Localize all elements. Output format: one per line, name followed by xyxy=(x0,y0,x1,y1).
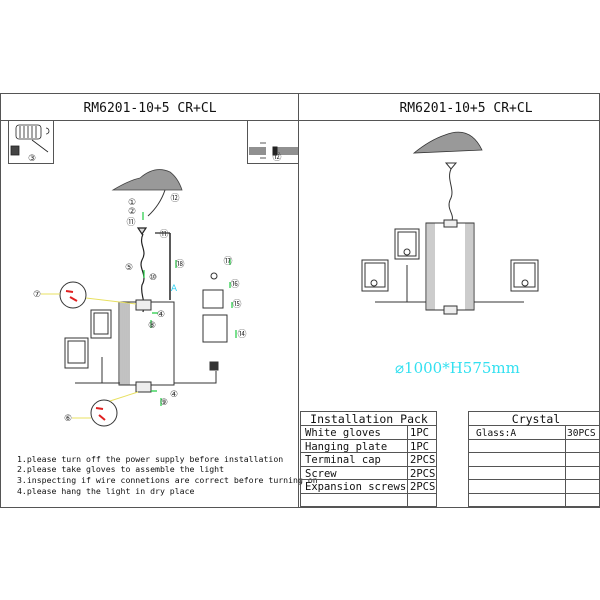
callout-labels: ① ② ③ ④ ④ ⑤ ⑥ ⑦ ⑧ ⑨ ⑩ ⑪ ⑪ ⑫ ⑫ ⑭ ⑮ ⑯ ⑰ ⑱ … xyxy=(28,152,282,424)
svg-text:Terminal cap: Terminal cap xyxy=(305,454,381,466)
note-1: 1.please turn off the power supply befor… xyxy=(17,454,283,464)
svg-text:Glass:A: Glass:A xyxy=(476,428,516,439)
installation-pack-header: Installation Pack xyxy=(310,412,428,426)
right-title: RM6201-10+5 CR+CL xyxy=(399,101,532,116)
crystal-text: Crystal Glass:A 30PCS xyxy=(476,412,596,439)
svg-text:⑫: ⑫ xyxy=(272,152,281,163)
svg-text:⑥: ⑥ xyxy=(64,414,72,424)
svg-text:White gloves: White gloves xyxy=(305,427,381,439)
svg-text:③: ③ xyxy=(28,154,36,164)
svg-text:⑰: ⑰ xyxy=(223,256,232,267)
svg-text:⑮: ⑮ xyxy=(232,299,241,310)
green-arrows xyxy=(142,212,237,406)
svg-text:⑨: ⑨ xyxy=(160,398,168,408)
note-4: 4.please hang the light in dry place xyxy=(17,486,195,496)
arms-and-shades xyxy=(64,272,228,384)
svg-text:⑯: ⑯ xyxy=(230,279,239,290)
svg-text:⑫: ⑫ xyxy=(170,193,179,204)
crystal-header: Crystal xyxy=(512,412,560,426)
wire-connector-icon xyxy=(249,142,298,159)
dimensions-label: ⌀1000*H575mm xyxy=(395,359,520,377)
chain xyxy=(136,227,171,313)
svg-text:⑩: ⑩ xyxy=(149,273,157,283)
left-title: RM6201-10+5 CR+CL xyxy=(83,101,216,116)
svg-text:A: A xyxy=(171,284,178,294)
canopy-ceiling xyxy=(111,169,183,217)
svg-text:1PC: 1PC xyxy=(410,427,429,439)
svg-text:30PCS: 30PCS xyxy=(567,428,596,439)
chandelier-front-view xyxy=(361,131,539,315)
svg-text:⑭: ⑭ xyxy=(237,329,246,340)
wire-detail-magnifiers xyxy=(41,281,139,427)
central-cage xyxy=(118,299,175,393)
svg-text:Screw: Screw xyxy=(305,468,337,480)
svg-text:Expansion screws: Expansion screws xyxy=(305,481,406,493)
svg-text:⑧: ⑧ xyxy=(148,321,156,331)
svg-text:Hanging plate: Hanging plate xyxy=(305,441,387,453)
note-2: 2.please take gloves to assemble the lig… xyxy=(17,464,224,474)
installation-notes: 1.please turn off the power supply befor… xyxy=(17,454,318,496)
svg-text:⑱: ⑱ xyxy=(175,259,184,270)
svg-text:①: ① xyxy=(128,198,136,208)
svg-text:②: ② xyxy=(128,207,136,217)
svg-text:2PCS: 2PCS xyxy=(410,481,435,493)
note-3: 3.inspecting if wire connetions are corr… xyxy=(17,475,318,485)
svg-text:④: ④ xyxy=(170,390,178,400)
gloves-icon xyxy=(10,124,50,156)
svg-text:2PCS: 2PCS xyxy=(410,454,435,466)
svg-text:2PCS: 2PCS xyxy=(410,468,435,480)
svg-text:④: ④ xyxy=(157,310,165,320)
svg-text:1PC: 1PC xyxy=(410,441,429,453)
installation-pack-table xyxy=(300,411,437,507)
svg-text:⑤: ⑤ xyxy=(125,263,133,273)
svg-text:⑪: ⑪ xyxy=(159,229,168,240)
installation-pack-text: Installation Pack White gloves 1PC Hangi… xyxy=(305,412,435,493)
svg-text:⑦: ⑦ xyxy=(33,290,41,300)
svg-text:⑪: ⑪ xyxy=(126,217,135,228)
